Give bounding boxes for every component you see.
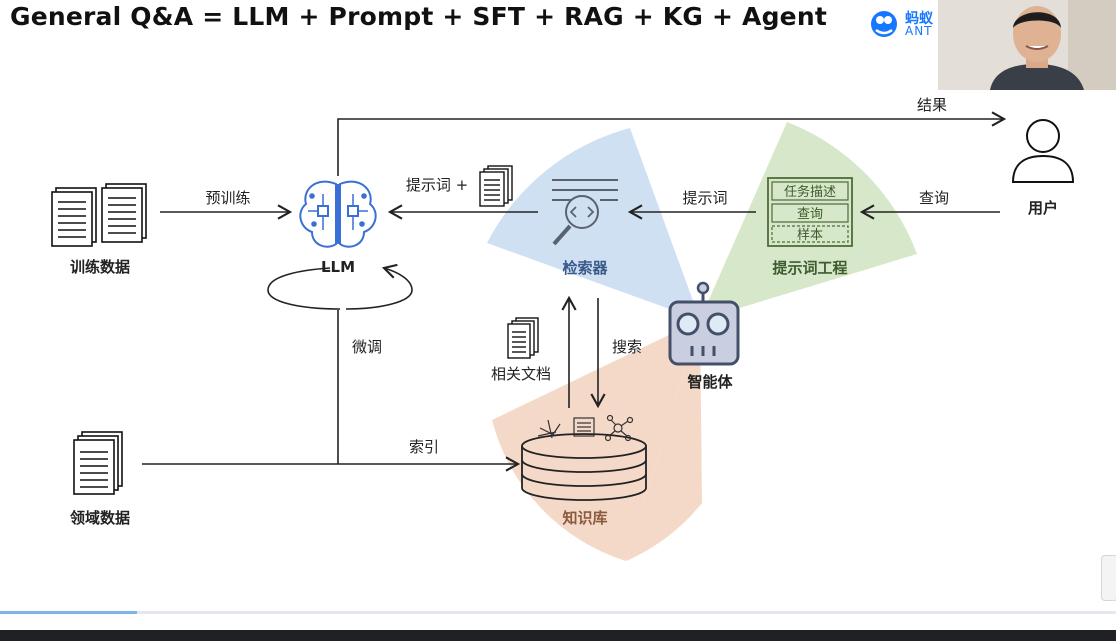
domain-data-docs-icon xyxy=(73,431,123,495)
related-docs-label: 相关文档 xyxy=(491,365,551,383)
finetune-loop-arrow xyxy=(267,268,413,310)
knowledge-base-label: 知识库 xyxy=(562,509,607,527)
logo-subtext: ANT xyxy=(905,24,933,38)
ant-logo-icon xyxy=(871,11,897,37)
prompt-engineering-panel xyxy=(767,177,853,247)
agent-robot-icon xyxy=(668,281,740,366)
agent-label: 智能体 xyxy=(687,373,733,391)
bottom-bar xyxy=(0,630,1116,641)
query-label: 查询 xyxy=(919,189,949,207)
search-label: 搜索 xyxy=(612,338,642,356)
training-data-label: 训练数据 xyxy=(70,258,130,276)
knowledge-base-sector xyxy=(626,320,702,561)
user-icon xyxy=(1011,119,1075,183)
presenter-webcam xyxy=(938,0,1116,90)
prompt-item-task: 任务描述 xyxy=(784,184,836,200)
related-docs-icon xyxy=(507,317,539,359)
knowledge-graph-icon xyxy=(537,414,634,442)
prompt-plus-label: 提示词 + xyxy=(406,176,468,194)
user-label: 用户 xyxy=(1028,199,1058,217)
prompt-item-query: 查询 xyxy=(797,207,823,222)
retriever-search-icon xyxy=(552,179,618,246)
result-arrow xyxy=(337,111,1007,176)
knowledge-base-db-icon xyxy=(521,433,647,501)
prompt-label: 提示词 xyxy=(682,189,727,207)
side-scroll-handle[interactable] xyxy=(1101,555,1116,601)
llm-label: LLM xyxy=(321,258,355,276)
logo-text: 蚂蚁 xyxy=(905,11,933,27)
training-data-docs-icon xyxy=(51,183,147,247)
result-label: 结果 xyxy=(917,96,947,114)
retriever-label: 检索器 xyxy=(562,259,608,277)
index-label: 索引 xyxy=(409,438,439,456)
llm-brain-icon xyxy=(299,180,377,248)
pretrain-label: 预训练 xyxy=(205,189,250,207)
prompt-docs-icon xyxy=(479,165,513,207)
prompt-engineering-label: 提示词工程 xyxy=(772,259,847,277)
page-title: General Q&A = LLM + Prompt + SFT + RAG +… xyxy=(10,2,827,31)
presenter-icon xyxy=(938,0,1116,90)
progress-track xyxy=(0,611,1116,614)
finetune-label: 微调 xyxy=(352,338,382,356)
domain-data-label: 领域数据 xyxy=(69,509,130,527)
progress-fill xyxy=(0,611,137,614)
prompt-item-sample: 样本 xyxy=(797,228,823,243)
